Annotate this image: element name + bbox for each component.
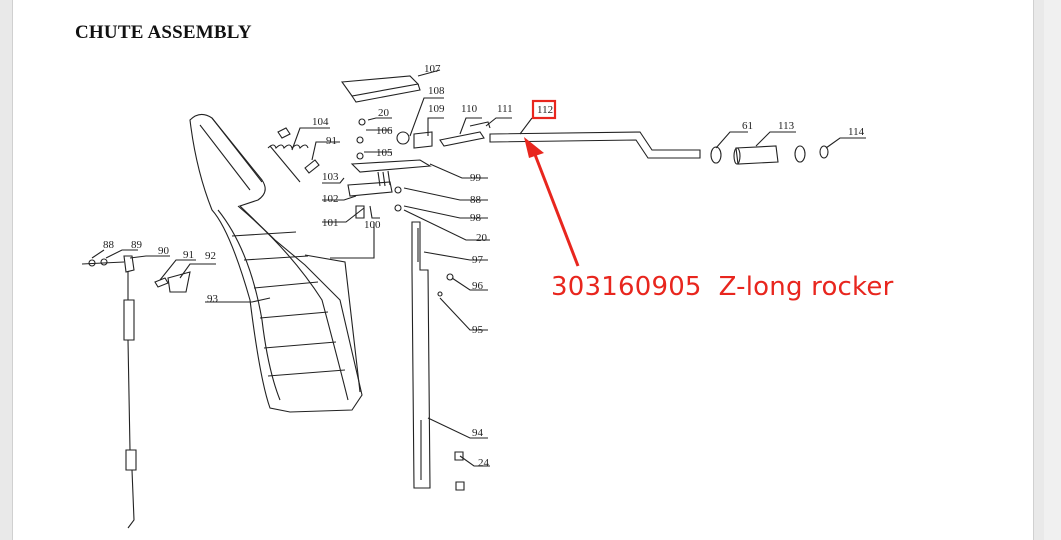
callout-label: 101 bbox=[322, 217, 339, 229]
callout-label: 111 bbox=[497, 103, 513, 115]
callout-label: 96 bbox=[472, 280, 484, 292]
callout-label: 20 bbox=[476, 232, 488, 244]
highlight-box bbox=[531, 99, 557, 120]
callout-label: 61 bbox=[742, 120, 753, 132]
callout-label: 104 bbox=[312, 116, 329, 128]
callout-label: 94 bbox=[472, 427, 484, 439]
part-annotation: 303160905 Z-long rocker bbox=[551, 272, 894, 302]
callout-label: 107 bbox=[424, 63, 441, 75]
callout-label: 91 bbox=[326, 135, 337, 147]
callout-label: 103 bbox=[322, 171, 339, 183]
callout-label: 105 bbox=[376, 147, 393, 159]
callout-label: 91 bbox=[183, 249, 194, 261]
scrollbar[interactable] bbox=[1044, 0, 1061, 540]
callout-label: 88 bbox=[470, 194, 482, 206]
callout-label: 92 bbox=[205, 250, 216, 262]
document-page bbox=[12, 0, 1034, 540]
red-arrow bbox=[524, 137, 580, 267]
callout-label: 102 bbox=[322, 193, 339, 205]
callout-label: 108 bbox=[428, 85, 445, 97]
callout-label: 95 bbox=[472, 324, 484, 336]
callout-label: 100 bbox=[364, 219, 381, 231]
callout-label: 93 bbox=[207, 293, 219, 305]
callout-label: 90 bbox=[158, 245, 170, 257]
page-title: CHUTE ASSEMBLY bbox=[75, 22, 252, 43]
callout-label: 89 bbox=[131, 239, 143, 251]
callout-label: 20 bbox=[378, 107, 390, 119]
callout-label: 97 bbox=[472, 254, 484, 266]
callout-label-112: 112 bbox=[537, 104, 553, 116]
callout-label: 113 bbox=[778, 120, 795, 132]
callout-label: 110 bbox=[461, 103, 478, 115]
callout-label: 24 bbox=[478, 457, 490, 469]
callout-label: 98 bbox=[470, 212, 482, 224]
callout-label: 88 bbox=[103, 239, 115, 251]
callout-label: 114 bbox=[848, 126, 865, 138]
callout-label: 106 bbox=[376, 125, 393, 137]
callout-label: 109 bbox=[428, 103, 445, 115]
callout-label: 99 bbox=[470, 172, 482, 184]
